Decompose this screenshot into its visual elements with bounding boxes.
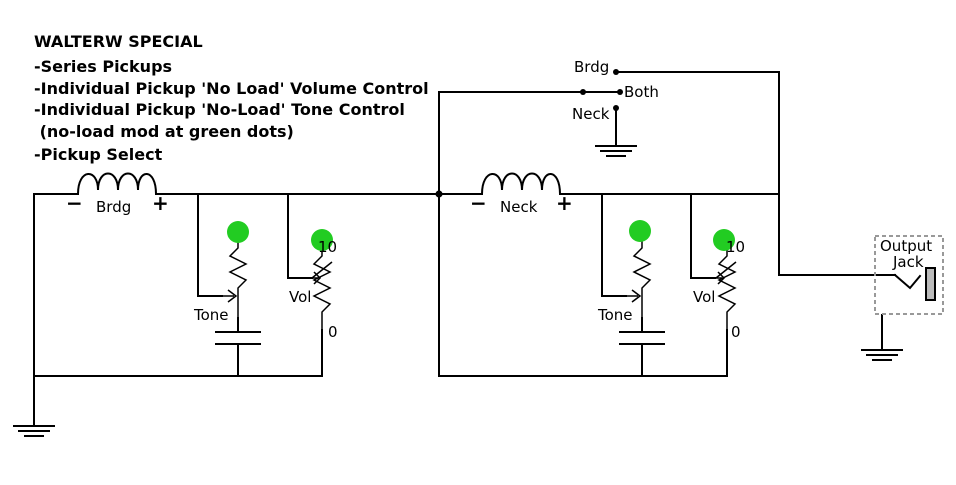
bridge-tone-no-load-dot (227, 221, 249, 243)
bridge-volume-min: 0 (328, 323, 338, 341)
neck-tone-capacitor (619, 317, 665, 345)
bridge-tone-capacitor (215, 317, 261, 345)
bridge-volume-label: Vol (289, 288, 311, 306)
switch-contact-both (617, 89, 623, 95)
bridge-minus: − (66, 191, 83, 215)
junction-dot (435, 190, 443, 198)
bridge-tone-pot (222, 238, 248, 318)
neck-volume-pot (715, 234, 737, 330)
neck-tone-label: Tone (597, 306, 633, 324)
note-no-load-mod: (no-load mod at green dots) (34, 122, 294, 141)
ground-symbol-left (13, 425, 55, 437)
note-volume-control: -Individual Pickup 'No Load' Volume Cont… (34, 79, 429, 98)
output-jack-label-line1: Output (880, 237, 932, 255)
bridge-volume-pot (311, 234, 333, 330)
bridge-plus: + (152, 191, 169, 215)
neck-pickup-coil (480, 172, 562, 196)
neck-volume-min: 0 (731, 323, 741, 341)
neck-volume-no-load-dot (713, 229, 735, 251)
bridge-volume-no-load-dot (311, 229, 333, 251)
output-jack-box (874, 235, 944, 315)
output-jack-sleeve (925, 267, 936, 301)
neck-tone-no-load-dot (629, 220, 651, 242)
switch-contact-neck (613, 105, 619, 111)
junction-dot (580, 89, 586, 95)
ground-symbol-switch (595, 119, 637, 157)
neck-minus: − (470, 191, 487, 215)
neck-volume-max: 10 (726, 238, 745, 256)
switch-label-neck: Neck (572, 105, 610, 123)
neck-tone-pot (626, 238, 652, 318)
switch-contact-bridge (613, 69, 619, 75)
note-series-pickups: -Series Pickups (34, 57, 172, 76)
output-jack-label-line2: Jack (892, 253, 924, 271)
neck-pickup-label: Neck (500, 198, 538, 216)
bridge-pickup-coil (76, 172, 158, 196)
wiring (33, 71, 896, 427)
note-tone-control: -Individual Pickup 'No-Load' Tone Contro… (34, 100, 405, 119)
switch-label-both: Both (624, 83, 659, 101)
note-pickup-select: -Pickup Select (34, 145, 163, 164)
diagram-title: WALTERW SPECIAL (34, 32, 203, 51)
output-jack (874, 235, 944, 315)
bridge-volume-max: 10 (318, 238, 337, 256)
neck-plus: + (556, 191, 573, 215)
bridge-tone-label: Tone (193, 306, 229, 324)
ground-symbol-jack (861, 349, 903, 361)
bridge-pickup-label: Brdg (96, 198, 131, 216)
switch-label-bridge: Brdg (574, 58, 609, 76)
neck-volume-label: Vol (693, 288, 715, 306)
